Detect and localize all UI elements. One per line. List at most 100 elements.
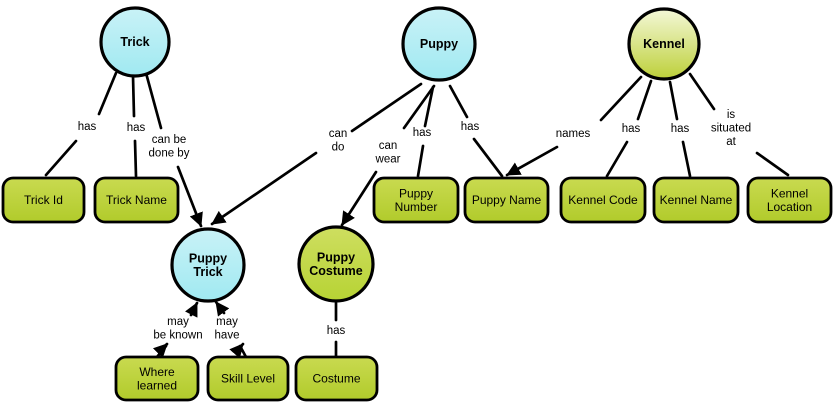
- attribute-label: Number: [395, 200, 438, 214]
- edge-line: [605, 140, 629, 178]
- edge-puppy-trick-may-have-skill-level: [214, 300, 248, 359]
- edge-puppy-can-wear-puppy-costume: [340, 84, 436, 227]
- edge-label: has: [622, 123, 641, 135]
- edge-label: can: [379, 140, 398, 152]
- attribute-label: Kennel: [771, 186, 808, 200]
- entity-kennel: Kennel: [627, 7, 701, 81]
- edge-kennel-names-puppy-name: [505, 75, 643, 177]
- edge-line: [210, 151, 318, 226]
- edge-line: [505, 145, 559, 177]
- attribute-label: Kennel Code: [568, 193, 638, 207]
- edge-label: done by: [149, 148, 190, 160]
- edge-label-puppy-can-wear-puppy-costume: can wear: [373, 138, 403, 168]
- edge-label-kennel-has-kennel-code: has: [620, 121, 643, 137]
- edge-labels-layer: has has can be done by can do can wear has has nam…: [76, 107, 753, 344]
- edge-line: [97, 71, 118, 116]
- entity-label: Trick: [120, 35, 149, 49]
- edge-line: [184, 301, 199, 318]
- attribute-skill-level: Skill Level: [206, 355, 290, 402]
- attribute-costume: Costume: [294, 355, 379, 402]
- entity-label: Costume: [309, 264, 363, 278]
- edge-line: [44, 139, 78, 177]
- edge-line: [402, 84, 436, 130]
- edge-line: [416, 144, 425, 178]
- attribute-label: Trick Name: [106, 193, 167, 207]
- edge-puppy-can-do-puppy-trick: [210, 82, 423, 226]
- edge-puppy-trick-may-be-known-where-learned: [152, 301, 199, 359]
- edge-label-puppy-trick-may-have-skill-level: may have: [213, 314, 242, 344]
- attribute-kennel-code: Kennel Code: [559, 176, 647, 224]
- edge-label: wear: [375, 154, 401, 166]
- edge-line: [636, 79, 653, 121]
- edge-label: can be: [152, 134, 187, 146]
- attribute-box: [652, 176, 740, 224]
- edge-label: has: [413, 127, 432, 139]
- edge-label: can: [329, 128, 348, 140]
- edge-label: do: [332, 142, 345, 154]
- attribute-label: Skill Level: [221, 372, 275, 386]
- edge-label: situated: [711, 123, 751, 135]
- attribute-label: Kennel Name: [660, 193, 733, 207]
- edge-kennel-is-situated-at-kennel-location: [688, 72, 790, 177]
- edge-label-puppy-can-do-puppy-trick: can do: [327, 126, 350, 156]
- edge-line: [133, 139, 138, 178]
- edge-label-trick-can-be-done-by-puppy-trick: can be done by: [147, 132, 192, 162]
- attribute-puppy-name: Puppy Name: [463, 176, 550, 224]
- attribute-box: [114, 355, 200, 402]
- entity-circle: [170, 227, 246, 303]
- edge-label: names: [556, 128, 591, 140]
- attribute-box: [372, 176, 460, 224]
- attribute-label: Where: [139, 365, 175, 379]
- edge-trick-can-be-done-by-puppy-trick: [144, 71, 203, 228]
- edge-line: [214, 300, 230, 317]
- entity-trick: Trick: [99, 6, 171, 78]
- entity-circle: [99, 6, 171, 78]
- edge-label-puppy-has-puppy-number: has: [411, 125, 434, 141]
- edge-lines-layer: [44, 71, 790, 359]
- edge-line: [131, 74, 136, 118]
- edge-label-trick-has-trick-id: has: [76, 119, 99, 135]
- attribute-box: [294, 355, 379, 402]
- edge-label: may: [216, 316, 238, 328]
- attribute-box: [463, 176, 550, 224]
- edge-line: [176, 165, 203, 228]
- edge-label: has: [78, 121, 97, 133]
- edge-line: [681, 140, 692, 178]
- attribute-label: Puppy Name: [472, 193, 542, 207]
- attribute-label: Puppy: [399, 186, 433, 200]
- edge-puppy-has-puppy-name: [448, 84, 504, 178]
- attribute-label: Costume: [312, 372, 360, 386]
- edge-line: [472, 137, 504, 178]
- edge-label-kennel-names-puppy-name: names: [554, 126, 593, 142]
- edge-label-trick-has-trick-name: has: [125, 120, 148, 136]
- entity-label: Kennel: [643, 37, 685, 51]
- entity-label: Puppy: [420, 37, 458, 51]
- edge-label: has: [127, 122, 146, 134]
- edge-trick-has-trick-name: [131, 74, 138, 178]
- edge-label-kennel-has-kennel-name: has: [669, 121, 692, 137]
- edge-line: [448, 84, 469, 119]
- entity-puppy: Puppy: [401, 6, 477, 82]
- edge-kennel-has-kennel-code: [605, 79, 653, 178]
- entity-circle: [627, 7, 701, 81]
- attribute-label: Trick Id: [24, 193, 63, 207]
- edge-line: [144, 71, 163, 130]
- attribute-trick-name: Trick Name: [93, 176, 180, 224]
- edge-label: have: [215, 330, 240, 342]
- edge-line: [755, 151, 790, 177]
- edge-line: [688, 72, 716, 111]
- edge-line: [668, 80, 679, 121]
- edge-label-puppy-has-puppy-name: has: [459, 119, 482, 135]
- edge-line: [423, 85, 435, 128]
- edge-trick-has-trick-id: [44, 71, 118, 177]
